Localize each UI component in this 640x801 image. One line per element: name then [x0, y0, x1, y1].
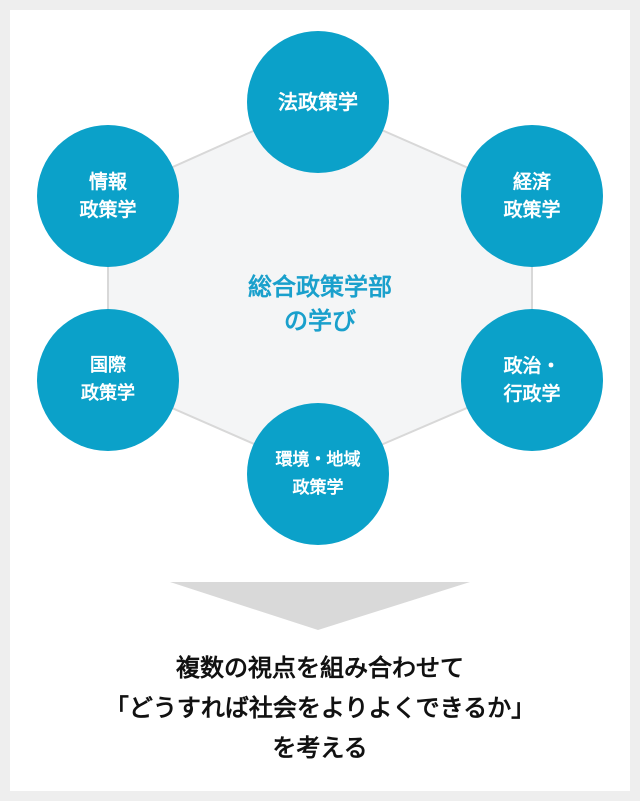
message: 複数の視点を組み合わせて 「どうすれば社会をよりよくできるか」 を考える	[0, 648, 640, 768]
field-circle-environment-regional-policy: 環境・地域 政策学	[247, 403, 389, 545]
field-circle-international-policy: 国際 政策学	[37, 309, 179, 451]
field-circle-information-policy: 情報 政策学	[37, 125, 179, 267]
down-arrow	[170, 582, 470, 630]
field-circle-law-policy: 法政策学	[247, 31, 389, 173]
field-circle-politics-administration: 政治・ 行政学	[461, 309, 603, 451]
message-line: 複数の視点を組み合わせて	[176, 654, 464, 682]
center-label: 総合政策学部 の学び	[248, 273, 392, 335]
field-circle-economic-policy: 経済 政策学	[461, 125, 603, 267]
message-line: を考える	[272, 734, 368, 762]
message-line: 「どうすれば社会をよりよくできるか」	[104, 694, 536, 722]
